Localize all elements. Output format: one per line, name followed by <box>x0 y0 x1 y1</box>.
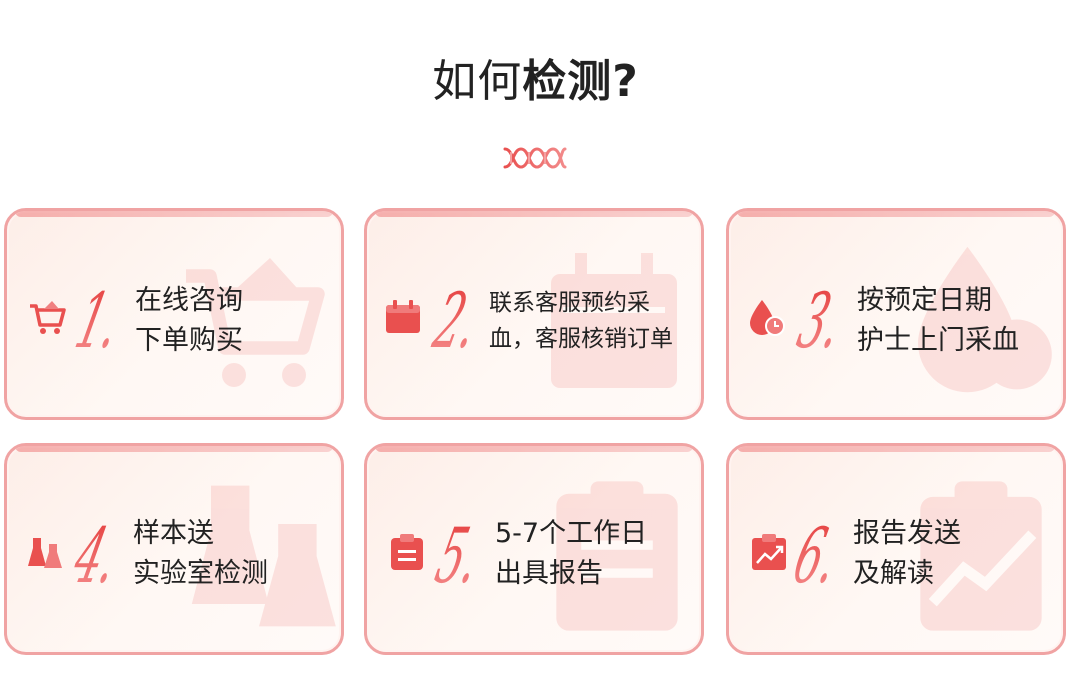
dna-helix-icon <box>503 147 567 169</box>
step-text-line2: 护士上门采血 <box>857 325 1019 356</box>
step-card-1: 1. 在线咨询 下单购买 <box>4 208 344 420</box>
step-text-line2: 血，客服核销订单 <box>489 326 673 352</box>
step-number: 6. <box>786 511 846 600</box>
page-title-light: 如何 <box>432 56 523 107</box>
step-text: 报告发送 及解读 <box>853 514 961 594</box>
step-number: 3. <box>790 276 850 365</box>
calendar-icon <box>551 253 677 388</box>
step-card-2: 2. 联系客服预约采 血，客服核销订单 <box>364 208 704 420</box>
report-chart-icon <box>920 481 1042 631</box>
step-text-line2: 下单购买 <box>135 325 243 356</box>
shopping-cart-icon <box>186 258 325 387</box>
lab-flask-icon <box>191 485 336 627</box>
step-card-6: 6. 报告发送 及解读 <box>726 443 1066 655</box>
step-text: 按预定日期 护士上门采血 <box>857 281 1019 361</box>
step-text: 5-7个工作日 出具报告 <box>495 514 647 594</box>
clipboard-icon <box>391 534 423 570</box>
step-card-4: 4. 样本送 实验室检测 <box>4 443 344 655</box>
step-text-line1: 在线咨询 <box>135 285 243 316</box>
step-card-5: 5. 5-7个工作日 出具报告 <box>364 443 704 655</box>
step-text-line1: 5-7个工作日 <box>495 518 648 549</box>
calendar-icon <box>386 300 420 333</box>
clipboard-icon <box>556 481 678 631</box>
blood-drop-clock-icon <box>750 300 785 336</box>
page-title-bold: 检测? <box>522 56 639 107</box>
step-card-3: 3. 按预定日期 护士上门采血 <box>726 208 1066 420</box>
blood-drop-clock-icon <box>918 246 1052 393</box>
step-text-line2: 实验室检测 <box>133 558 268 589</box>
step-text-line1: 联系客服预约采 <box>489 290 650 316</box>
step-text: 联系客服预约采 血，客服核销订单 <box>489 285 673 357</box>
shopping-cart-icon <box>30 301 66 334</box>
step-text-line1: 报告发送 <box>853 518 961 549</box>
step-number: 5. <box>428 511 488 600</box>
step-text-line1: 样本送 <box>133 518 214 549</box>
page-title: 如何检测? <box>0 52 1071 112</box>
report-chart-icon <box>752 534 786 570</box>
step-text: 样本送 实验室检测 <box>133 514 268 594</box>
step-number: 4. <box>66 511 126 600</box>
step-text: 在线咨询 下单购买 <box>135 281 243 361</box>
step-text-line2: 出具报告 <box>495 558 603 589</box>
step-number: 1. <box>68 276 128 365</box>
lab-flask-icon <box>28 538 62 568</box>
step-text-line2: 及解读 <box>853 558 934 589</box>
step-text-line1: 按预定日期 <box>857 285 992 316</box>
step-number: 2. <box>426 276 486 365</box>
